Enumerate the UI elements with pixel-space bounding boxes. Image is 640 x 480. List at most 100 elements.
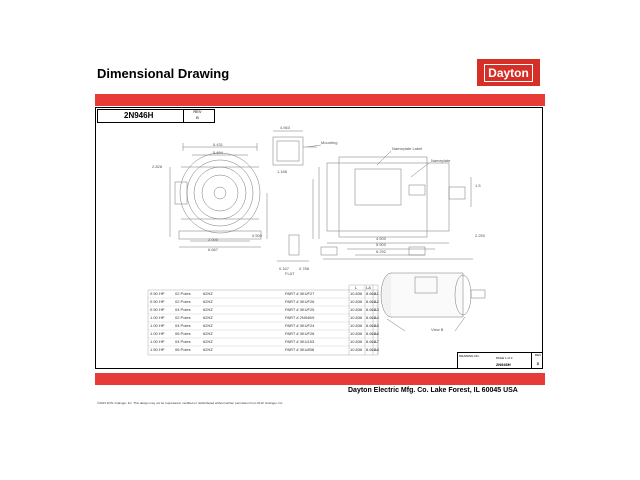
dim-label: 4.563 [280,125,291,130]
rev-value: B [196,115,199,120]
motor-drawing: 6.431 4.563 5.694 2.828 1.188 2.000 6.66… [147,125,486,356]
table-cell-l: 10.836 [350,291,363,296]
part-number: 2N946H [124,111,154,120]
dim-label: 2.250 [475,233,486,238]
table-cell-poles: 04 Poles [175,307,191,312]
table-cell-part: PART # 3KUF25 [285,307,315,312]
table-cell-poles: 02 Poles [175,315,191,320]
side-view [312,156,473,260]
table-cell-code: A4 [374,315,380,320]
table-cell-code: A5 [374,323,380,328]
table-cell-l: 10.836 [350,315,363,320]
table-cell-la: 8.661 [366,339,377,344]
dim-label: 6.292 [376,249,387,254]
part-number-box: 2N946H [97,109,215,123]
copyright-notice: ©2013 W.W. Grainger, Inc. This design ma… [97,401,284,405]
callout-nameplate-label: Nameplate Label [392,146,422,151]
top-red-bar [95,94,545,106]
drawing-no-label: DRAWING NO. [459,354,480,358]
dayton-logo: Dayton [477,59,540,86]
table-cell-frame: 62HZ [203,299,213,304]
foot-detail [277,234,309,262]
table-cell-hp: 1.50 HP [150,347,165,352]
table-cell-frame: 62HZ [203,339,213,344]
table-cell-frame: 62HZ [203,307,213,312]
spec-table: L LA 0.50 HP 02 Poles 62HZ PART # 3KUF27 10.… [147,284,380,356]
table-cell-hp: 0.50 HP [150,307,165,312]
dim-label: 6.667 [208,247,219,252]
title-block: DRAWING NO. PAGE 1 of 3 2N946H REV B [457,352,543,369]
table-cell-frame: 62HZ [203,315,213,320]
table-cell-poles: 04 Poles [175,323,191,328]
table-cell-part: PART # 3KUF28 [285,331,315,336]
page-title: Dimensional Drawing [97,66,230,81]
front-view [169,143,268,248]
table-cell-poles: 04 Poles [175,339,191,344]
callout-mounting: Mounting [321,140,337,145]
dim-label: 1.188 [277,169,288,174]
drawing-sheet [95,107,543,369]
company-address: Dayton Electric Mfg. Co. Lake Forest, IL… [348,387,518,394]
table-cell-part: PART # 3KU838 [285,347,315,352]
table-cell-frame: 62HZ [203,291,213,296]
table-cell-l: 10.836 [350,323,363,328]
title-rev-label: REV [534,353,542,357]
table-cell-la: 8.661 [366,299,377,304]
table-cell-poles: 06 Poles [175,331,191,336]
dim-label: 5.500 [376,242,387,247]
page-indicator: PAGE 1 of 3 [496,356,513,360]
title-rev: REV B [531,353,544,369]
table-cell-code: A2 [374,299,380,304]
table-cell-la: 8.661 [366,307,377,312]
dim-label: 5.694 [213,150,224,155]
table-cell-part: PART # 2N946H [285,315,314,320]
table-cell-la: 8.661 [366,315,377,320]
table-cell-code: A7 [374,339,380,344]
table-cell-la: 8.661 [366,291,377,296]
dim-label: 2.000 [208,237,219,242]
table-cell-hp: 1.00 HP [150,339,165,344]
table-cell-hp: 0.50 HP [150,299,165,304]
table-cell-part: PART # 3KUF26 [285,299,315,304]
table-cell-l: 10.836 [350,299,363,304]
table-cell-l: 10.836 [350,331,363,336]
table-cell-code: A1 [374,291,380,296]
table-cell-part: PART # 3KUF27 [285,291,315,296]
table-cell-l: 10.836 [350,339,363,344]
table-cell-poles: 06 Poles [175,347,191,352]
table-cell-frame: 62HZ [203,323,213,328]
dim-label: 0.167 [279,266,290,271]
logo-text: Dayton [484,63,533,82]
rev-label: REV [193,109,202,114]
table-cell-frame: 62HZ [203,331,213,336]
table-cell-poles: 02 Poles [175,291,191,296]
dim-label: 1.5 [475,183,481,188]
table-cell-poles: 02 Poles [175,299,191,304]
callout-view-b: View B [431,327,444,332]
rev-box: REV B [183,109,211,123]
title-rev-value: B [536,361,540,366]
table-cell-la: 8.661 [366,347,377,352]
table-cell-l: 10.836 [350,307,363,312]
table-cell-hp: 1.00 HP [150,315,165,320]
table-cell-hp: 1.00 HP [150,331,165,336]
dim-label: 4.500 [376,236,387,241]
table-cell-l: 10.836 [350,347,363,352]
table-cell-code: A8 [374,347,380,352]
table-cell-code: A6 [374,331,380,336]
isometric-view [380,272,486,332]
callout-flat: FLAT [285,271,295,276]
dim-label: 0.788 [299,266,310,271]
col-header-la: LA [366,285,371,290]
dim-label: 0.500 [252,233,263,238]
table-cell-code: A3 [374,307,380,312]
table-cell-hp: 0.50 HP [150,291,165,296]
table-cell-frame: 62HZ [203,347,213,352]
drawing-number: 2N946H [496,362,511,367]
table-cell-la: 8.661 [366,323,377,328]
dim-label: 6.431 [213,142,224,147]
bottom-red-bar [95,373,545,385]
table-cell-part: PART # 3KUF24 [285,323,315,328]
mounting-view [272,130,317,166]
col-header-l: L [355,285,358,290]
